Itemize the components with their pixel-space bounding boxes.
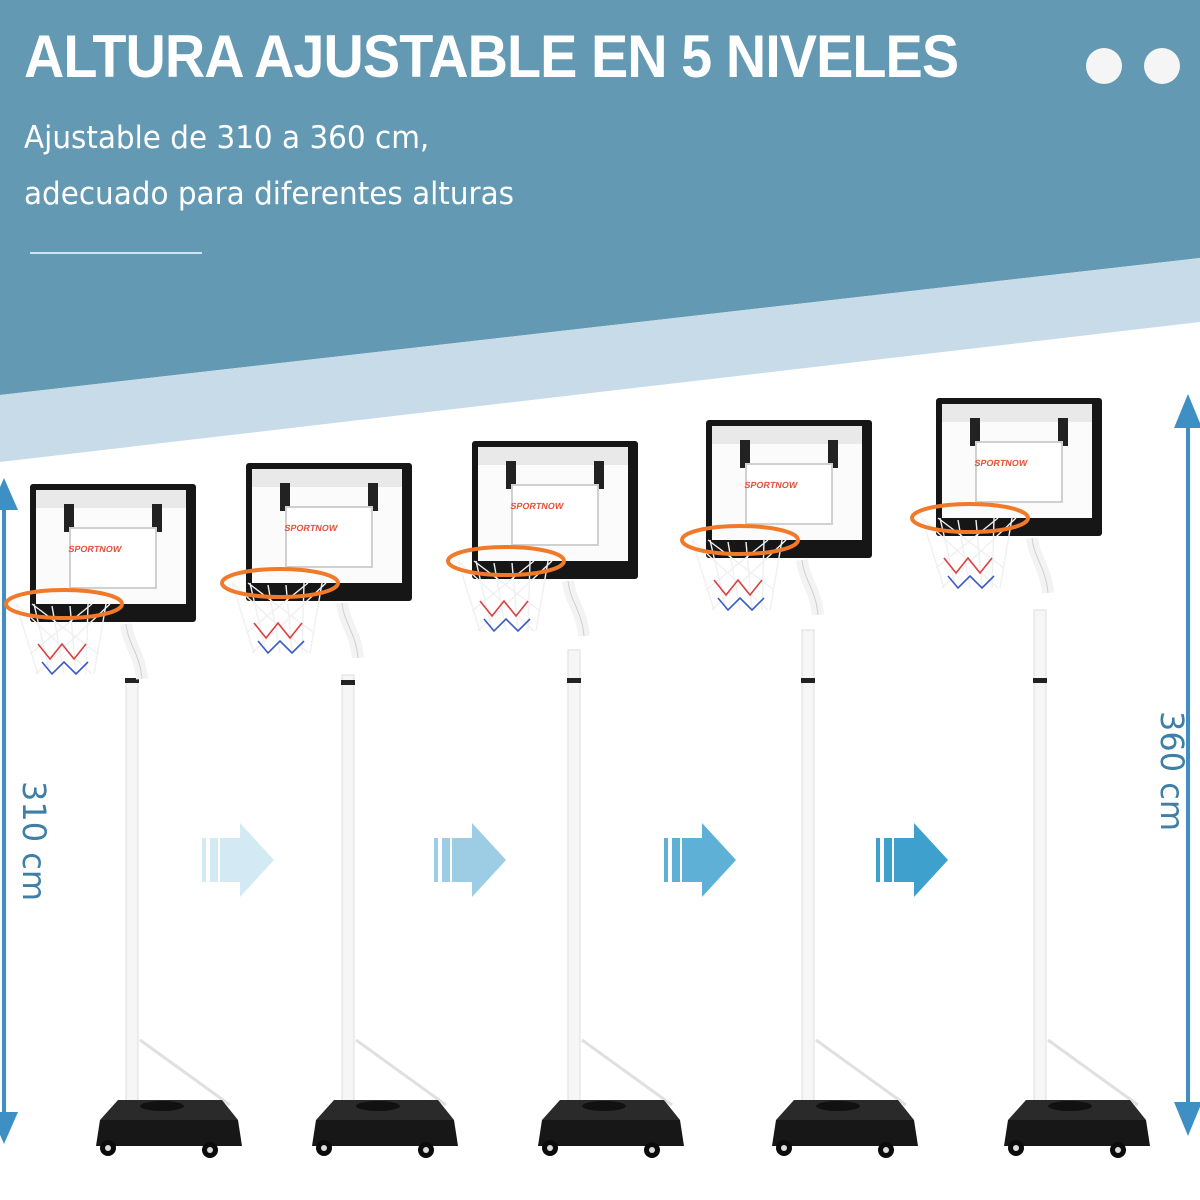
min-height-label: 310 cm <box>15 780 54 902</box>
decorative-dot <box>1144 48 1180 84</box>
dimension-arrow-310 <box>0 478 18 1144</box>
subtitle-line-1: Ajustable de 310 a 360 cm, <box>24 120 430 156</box>
arrow-right-icon <box>434 823 506 897</box>
arrow-right-icon <box>664 823 736 897</box>
hoop-level-4 <box>682 420 918 1158</box>
arrow-right-icon <box>876 823 948 897</box>
dimension-arrow-360 <box>1174 394 1200 1136</box>
hoop-level-2 <box>222 463 458 1158</box>
hoop-level-5 <box>912 398 1150 1158</box>
max-height-label: 360 cm <box>1153 710 1192 832</box>
header-divider <box>30 252 202 254</box>
subtitle-line-2: adecuado para diferentes alturas <box>24 176 515 212</box>
hoop-level-3 <box>448 441 684 1158</box>
hoop-level-1 <box>6 484 242 1158</box>
page-title: ALTURA AJUSTABLE EN 5 NIVELES <box>24 23 959 90</box>
decorative-dot <box>1086 48 1122 84</box>
header-background <box>0 0 1200 462</box>
arrow-right-icon <box>202 823 274 897</box>
